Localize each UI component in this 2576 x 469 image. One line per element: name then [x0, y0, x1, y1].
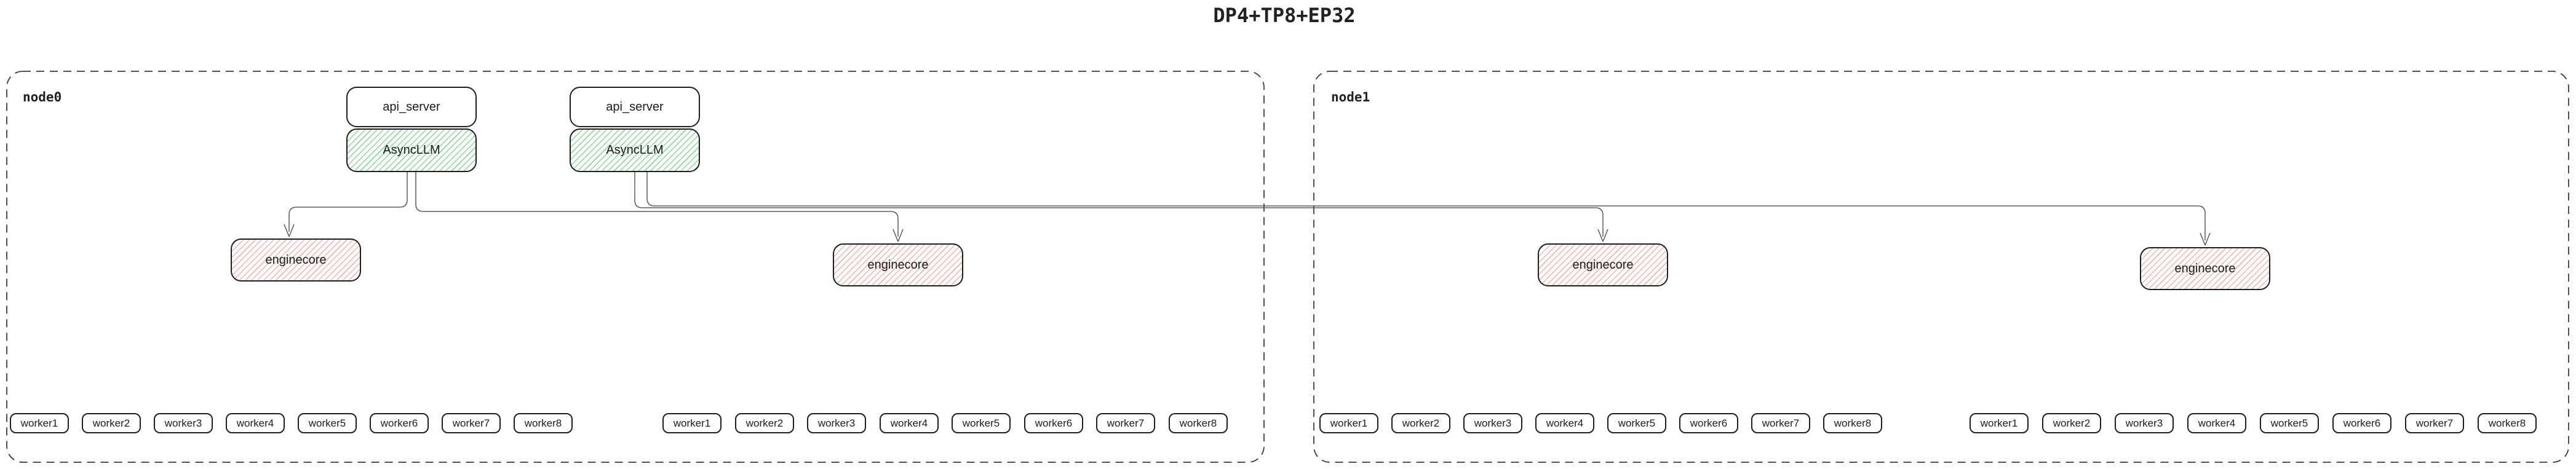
- worker-box: worker8: [1169, 413, 1228, 433]
- arrowhead-enginecore1: [284, 224, 295, 237]
- worker-box: worker8: [2478, 413, 2537, 433]
- worker-box: worker1: [1319, 413, 1378, 433]
- worker-box: worker5: [2260, 413, 2319, 433]
- node0-border: [6, 71, 1265, 463]
- worker-box: worker3: [1463, 413, 1522, 433]
- worker-box: worker6: [370, 413, 429, 433]
- enginecore-box: enginecore: [231, 238, 361, 282]
- worker-box: worker6: [1679, 413, 1738, 433]
- arrowhead-enginecore2: [892, 229, 904, 242]
- diagram-title: DP4+TP8+EP32: [1213, 4, 1356, 27]
- worker-box: worker4: [226, 413, 285, 433]
- asyncllm-box: AsyncLLM: [346, 128, 477, 172]
- node1-border: [1313, 71, 2569, 463]
- worker-box: worker4: [1535, 413, 1594, 433]
- edge-asyncllm2-enginecore3: [634, 172, 1604, 237]
- worker-box: worker7: [2405, 413, 2464, 433]
- worker-box: worker7: [1751, 413, 1810, 433]
- worker-box: worker4: [880, 413, 939, 433]
- api-server-box: api_server: [570, 87, 700, 127]
- worker-box: worker5: [1607, 413, 1666, 433]
- arrowhead-enginecore3: [1597, 229, 1608, 242]
- edge-asyncllm1-enginecore1: [288, 172, 408, 232]
- edge-asyncllm1-enginecore2: [415, 172, 899, 237]
- worker-box: worker3: [2115, 413, 2174, 433]
- worker-box: worker6: [1024, 413, 1083, 433]
- worker-box: worker2: [1391, 413, 1450, 433]
- worker-box: worker7: [442, 413, 501, 433]
- worker-box: worker3: [154, 413, 213, 433]
- edge-asyncllm2-enginecore4: [646, 172, 2206, 240]
- worker-box: worker2: [2042, 413, 2101, 433]
- api-server-box: api_server: [346, 87, 477, 127]
- worker-box: worker6: [2332, 413, 2391, 433]
- arrowhead-enginecore4: [2200, 232, 2211, 246]
- worker-box: worker2: [82, 413, 141, 433]
- worker-box: worker8: [1823, 413, 1882, 433]
- asyncllm-box: AsyncLLM: [570, 128, 700, 172]
- enginecore-box: enginecore: [2140, 247, 2270, 290]
- enginecore-box: enginecore: [833, 243, 963, 286]
- worker-box: worker3: [807, 413, 866, 433]
- node-label-node0: node0: [23, 90, 62, 104]
- worker-box: worker5: [952, 413, 1011, 433]
- worker-box: worker8: [514, 413, 573, 433]
- worker-box: worker1: [10, 413, 69, 433]
- worker-box: worker2: [735, 413, 794, 433]
- worker-box: worker1: [1970, 413, 2029, 433]
- worker-box: worker4: [2187, 413, 2246, 433]
- enginecore-box: enginecore: [1538, 243, 1668, 286]
- worker-box: worker5: [298, 413, 357, 433]
- worker-box: worker1: [662, 413, 722, 433]
- worker-box: worker7: [1096, 413, 1155, 433]
- node-label-node1: node1: [1331, 90, 1370, 104]
